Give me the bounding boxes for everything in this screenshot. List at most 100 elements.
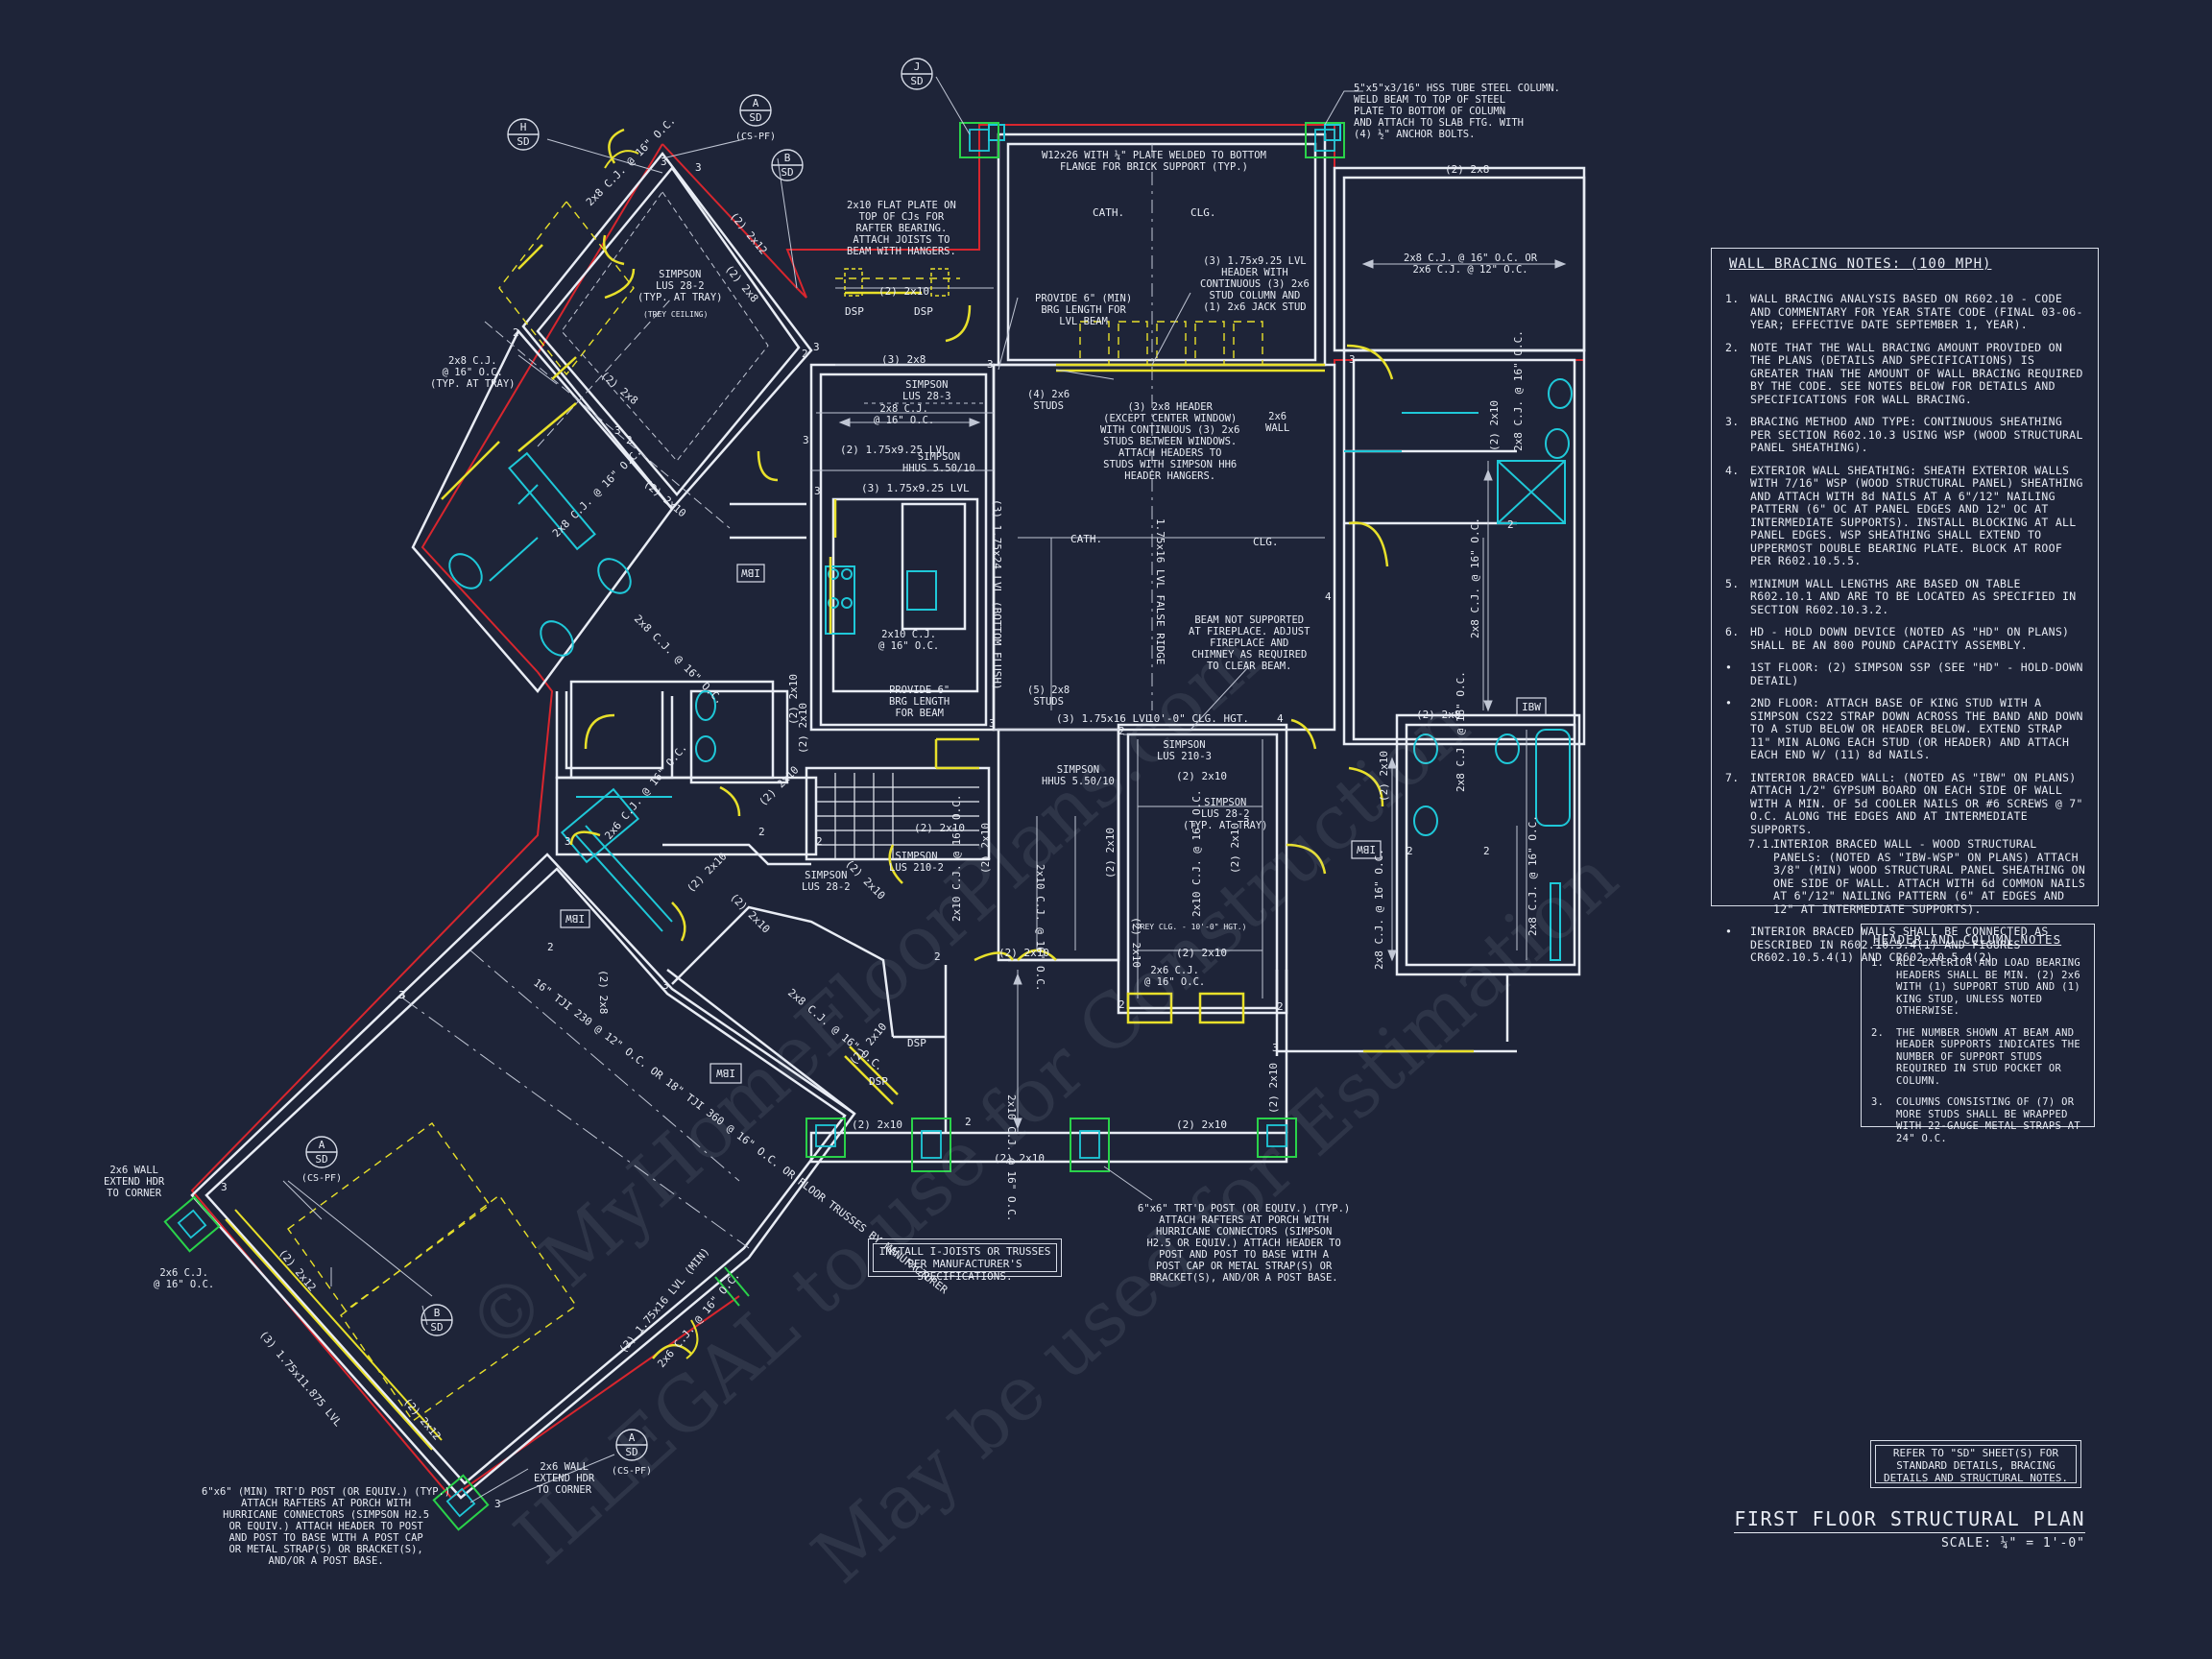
svg-text:(CS-PF): (CS-PF)	[301, 1173, 342, 1184]
label-cj-tray: 2x8 C.J. @ 16" O.C. (TYP. AT TRAY)	[430, 355, 516, 390]
svg-text:2: 2	[1407, 845, 1413, 857]
wall-bracing-note-item-text: WALL BRACING ANALYSIS BASED ON R602.10 -…	[1750, 292, 2083, 331]
svg-text:SD: SD	[625, 1446, 637, 1458]
svg-text:2: 2	[802, 348, 808, 360]
label-cj-26-16-porch: 2x6 C.J. @ 16" O.C.	[1144, 965, 1206, 988]
svg-text:SD: SD	[749, 111, 761, 124]
label-beam-fireplace: BEAM NOT SUPPORTED AT FIREPLACE. ADJUST …	[1189, 614, 1310, 672]
svg-text:SD: SD	[430, 1321, 443, 1334]
wall-bracing-note-item-number: 7.1.	[1748, 837, 1776, 851]
svg-text:4: 4	[1325, 590, 1332, 603]
svg-text:4: 4	[1277, 712, 1284, 725]
svg-text:(CS-PF): (CS-PF)	[735, 132, 776, 142]
svg-text:3: 3	[695, 161, 702, 174]
wall-bracing-note-item-text: EXTERIOR WALL SHEATHING: SHEATH EXTERIOR…	[1750, 463, 2083, 567]
label-simpson-lus28-2-tray: SIMPSON LUS 28-2 (TYP. AT TRAY)	[1183, 797, 1268, 831]
label-cj-top-right: 2x8 C.J. @ 16" O.C. OR 2x6 C.J. @ 12" O.…	[1404, 252, 1538, 276]
header-column-notes-list: 1.ALL EXTERIOR AND LOAD BEARING HEADERS …	[1871, 957, 2084, 1154]
leader-lines	[282, 76, 1363, 1503]
svg-text:SD: SD	[517, 135, 529, 148]
dimension-arrows	[838, 259, 1567, 1130]
svg-text:3: 3	[662, 979, 669, 992]
svg-text:3: 3	[221, 1181, 228, 1193]
label-cj-26-16-left: 2x6 C.J. @ 16" O.C.	[154, 1267, 215, 1290]
wall-bracing-note-item-number: 2.	[1725, 340, 1740, 354]
wall-bracing-note-item-number: 5.	[1725, 576, 1740, 590]
svg-text:3: 3	[399, 989, 406, 1001]
svg-text:3: 3	[1272, 1042, 1279, 1054]
svg-text:3: 3	[989, 717, 996, 730]
svg-text:3: 3	[987, 358, 994, 371]
wall-bracing-notes-box: WALL BRACING NOTES: (100 MPH) 1.WALL BRA…	[1711, 248, 2099, 964]
wall-bracing-note-item: 6.HD - HOLD DOWN DEVICE (NOTED AS "HD" O…	[1725, 625, 2088, 652]
svg-text:A: A	[319, 1139, 325, 1151]
svg-text:10'-0" CLG. HGT.: 10'-0" CLG. HGT.	[1147, 712, 1249, 725]
label-simpson-lus210-3: SIMPSON LUS 210-3	[1157, 739, 1212, 762]
svg-text:IBW: IBW	[1357, 843, 1376, 855]
detail-bubble-h-sd: H SD	[507, 118, 540, 151]
svg-text:CLG.: CLG.	[1190, 206, 1216, 219]
svg-text:(2) 2x10: (2) 2x10	[1176, 947, 1227, 959]
svg-text:2x8 C.J. @ 16" O.C.: 2x8 C.J. @ 16" O.C.	[1455, 671, 1467, 792]
detail-bubble-j-sd: J SD	[901, 58, 933, 90]
header-column-note-item-number: 2.	[1871, 1026, 1885, 1039]
svg-text:2: 2	[1118, 725, 1125, 737]
svg-text:SD: SD	[781, 166, 793, 179]
wall-bracing-note-item-number: 4.	[1725, 463, 1740, 477]
header-column-notes-box: HEADER AND COLUMN NOTES 1.ALL EXTERIOR A…	[1861, 924, 2095, 1144]
label-simpson-lus28-tray: SIMPSON LUS 28-2 (TYP. AT TRAY)	[637, 269, 723, 303]
label-post-6x6: 6"x6" TRT'D POST (OR EQUIV.) (TYP.) ATTA…	[1138, 1203, 1351, 1284]
svg-text:2: 2	[1118, 998, 1125, 1011]
svg-text:(2) 2x10: (2) 2x10	[979, 823, 992, 874]
wall-bracing-note-item-text: NOTE THAT THE WALL BRACING AMOUNT PROVID…	[1750, 340, 2083, 406]
svg-text:3: 3	[1243, 816, 1250, 829]
svg-text:B: B	[434, 1307, 441, 1319]
header-dashed	[287, 200, 1263, 1422]
svg-text:CLG.: CLG.	[1253, 536, 1279, 548]
label-simpson-lus28-2: SIMPSON LUS 28-2	[802, 870, 851, 893]
label-simpson-lus28-3: SIMPSON LUS 28-3	[902, 379, 951, 402]
header-column-note-item: 3.COLUMNS CONSISTING OF (7) OR MORE STUD…	[1871, 1096, 2084, 1144]
refer-note-text: REFER TO "SD" SHEET(S) FOR STANDARD DETA…	[1883, 1447, 2069, 1484]
label-provide-6: PROVIDE 6" (MIN) BRG LENGTH FOR LVL BEAM	[1035, 293, 1133, 327]
svg-text:1.75x16 LVL FALSE RIDGE: 1.75x16 LVL FALSE RIDGE	[1154, 518, 1166, 664]
header-column-note-item-text: THE NUMBER SHOWN AT BEAM AND HEADER SUPP…	[1896, 1026, 2081, 1087]
svg-text:2: 2	[965, 1116, 972, 1128]
detail-bubble-b-sd-1: B SD	[771, 149, 804, 181]
svg-text:IBW: IBW	[1522, 701, 1541, 713]
svg-text:2x8 C.J. @ 16" O.C.: 2x8 C.J. @ 16" O.C.	[1512, 330, 1525, 451]
svg-text:2: 2	[513, 326, 519, 339]
label-cj-28-16-core: 2x8 C.J. @ 16" O.C.	[874, 403, 935, 426]
svg-text:(3) 1.75x24 LVL (BOTTOM FLUSH): (3) 1.75x24 LVL (BOTTOM FLUSH)	[991, 499, 1003, 690]
ibw-tags: IBW IBW IBW IBW IBW	[560, 564, 1547, 1084]
label-trey-ceiling: (TREY CEILING)	[643, 310, 709, 319]
header-column-note-item-text: ALL EXTERIOR AND LOAD BEARING HEADERS SH…	[1896, 957, 2081, 1017]
wall-bracing-note-item: 2. NOTE THAT THE WALL BRACING AMOUNT PROV…	[1725, 340, 2088, 407]
label-simpson-hhus: SIMPSON HHUS 5.50/10	[902, 451, 975, 474]
svg-text:3: 3	[398, 989, 405, 1001]
svg-text:2x10 C.J. @ 16" O.C.: 2x10 C.J. @ 16" O.C.	[1034, 864, 1046, 991]
label-wall-2x6: 2x6 WALL	[1265, 411, 1290, 434]
svg-text:3: 3	[614, 424, 621, 437]
label-simpson-hhus-2: SIMPSON HHUS 5.50/10	[1042, 764, 1115, 787]
label-post-6x6-min: 6"x6" (MIN) TRT'D POST (OR EQUIV.) (TYP.…	[202, 1486, 451, 1567]
wall-bracing-note-item: 5.MINIMUM WALL LENGTHS ARE BASED ON TABL…	[1725, 576, 2088, 617]
svg-text:(2) 2x10: (2) 2x10	[1378, 751, 1390, 802]
porch-posts	[163, 122, 1345, 1531]
svg-text:2: 2	[1483, 845, 1490, 857]
svg-text:2: 2	[816, 835, 823, 848]
svg-text:DSP: DSP	[907, 1037, 926, 1049]
wall-bracing-note-item: •2ND FLOOR: ATTACH BASE OF KING STUD WIT…	[1725, 696, 2088, 762]
svg-text:J: J	[914, 60, 921, 73]
svg-text:(TREY CLG. - 10'-0" HGT.): (TREY CLG. - 10'-0" HGT.)	[1131, 923, 1246, 931]
svg-text:DSP: DSP	[845, 305, 864, 318]
svg-text:(2) 1.75x9.25 LVL: (2) 1.75x9.25 LVL	[840, 444, 949, 456]
label-cj-210-16: 2x10 C.J. @ 16" O.C.	[878, 629, 940, 652]
svg-text:2x8 C.J. @ 16" O.C.: 2x8 C.J. @ 16" O.C.	[1527, 815, 1539, 936]
svg-text:IBW: IBW	[741, 566, 760, 579]
svg-text:2: 2	[1277, 1000, 1284, 1013]
svg-text:(2) 2x10: (2) 2x10	[1229, 823, 1241, 874]
install-note-box: INSTALL I-JOISTS OR TRUSSES PER MANUFACT…	[868, 1238, 1062, 1283]
svg-text:DSP: DSP	[869, 1075, 888, 1088]
svg-text:(2) 2x10: (2) 2x10	[787, 674, 800, 725]
